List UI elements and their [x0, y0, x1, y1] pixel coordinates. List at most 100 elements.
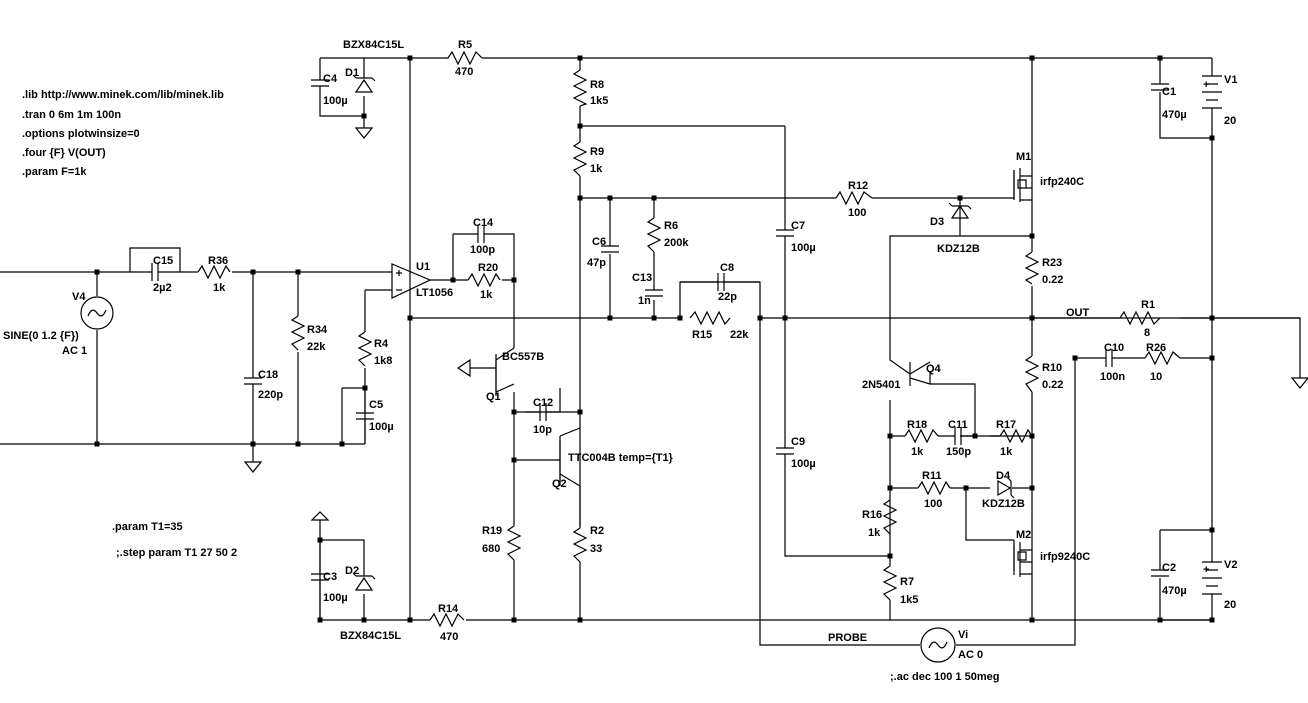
junction-dot [577, 123, 583, 129]
junction-dot [361, 617, 367, 623]
svg-text:1k: 1k [1000, 446, 1013, 458]
svg-text:1k: 1k [590, 163, 603, 175]
ground-out [1290, 377, 1308, 389]
svg-text:R8: R8 [590, 79, 604, 91]
svg-text:TTC004B temp={T1}: TTC004B temp={T1} [568, 452, 674, 464]
directive-ac: ;.ac dec 100 1 50meg [890, 671, 999, 683]
junction-dot [1029, 233, 1035, 239]
resistor-R10 [1024, 355, 1040, 393]
capacitor-C13 [645, 289, 663, 297]
svg-text:C2: C2 [1162, 562, 1176, 574]
svg-text:PROBE: PROBE [828, 632, 867, 644]
junction-dot [782, 315, 788, 321]
resistor-R19 [506, 525, 522, 561]
svg-text:R2: R2 [590, 525, 604, 537]
svg-text:R36: R36 [208, 255, 228, 267]
svg-text:C8: C8 [720, 262, 734, 274]
svg-text:10: 10 [1150, 371, 1162, 383]
capacitor-C10 [1095, 349, 1128, 367]
svg-text:1k5: 1k5 [590, 95, 608, 107]
directive-tran: .tran 0 6m 1m 100n [22, 109, 121, 121]
svg-text:C5: C5 [369, 399, 383, 411]
opamp-U1 [391, 263, 432, 299]
svg-text:BC557B: BC557B [502, 351, 544, 363]
directive-param-f: .param F=1k [22, 166, 87, 178]
directive-param-t1: .param T1=35 [112, 521, 183, 533]
svg-text:R16: R16 [862, 509, 882, 521]
junction-dot [407, 315, 413, 321]
junction-dot [317, 617, 323, 623]
source-Vi [920, 627, 956, 663]
svg-text:R14: R14 [438, 603, 459, 615]
svg-text:BZX84C15L: BZX84C15L [340, 630, 401, 642]
svg-text:C12: C12 [533, 397, 553, 409]
svg-text:Q1: Q1 [486, 391, 501, 403]
junction-dot [577, 195, 583, 201]
svg-text:+: + [1203, 564, 1209, 576]
resistor-R15 [689, 310, 731, 326]
junction-dot [577, 617, 583, 623]
junction-dot [887, 433, 893, 439]
junction-dot [1072, 355, 1078, 361]
resistor-R20 [467, 272, 501, 288]
junction-dot [362, 385, 368, 391]
svg-text:C1: C1 [1162, 86, 1176, 98]
directive-four: .four {F} V(OUT) [22, 147, 106, 159]
capacitor-C8 [680, 273, 760, 291]
resistor-R36 [197, 264, 231, 280]
junction-dot [957, 195, 963, 201]
junction-dot [607, 315, 613, 321]
junction-dot [361, 113, 367, 119]
junction-dot [607, 195, 613, 201]
svg-text:C14: C14 [473, 217, 494, 229]
svg-text:irfp240C: irfp240C [1040, 176, 1084, 188]
svg-text:150p: 150p [946, 446, 971, 458]
ground-C18 [243, 461, 263, 473]
junction-dot [1029, 617, 1035, 623]
junction-dot [577, 55, 583, 61]
junction-dot [1029, 433, 1035, 439]
svg-text:irfp9240C: irfp9240C [1040, 551, 1090, 563]
svg-text:U1: U1 [416, 261, 430, 273]
resistor-R17 [999, 428, 1033, 444]
capacitor-C11 [948, 427, 975, 445]
capacitor-C2 [1151, 569, 1169, 577]
svg-text:100µ: 100µ [791, 458, 816, 470]
svg-text:100µ: 100µ [369, 421, 394, 433]
svg-text:1n: 1n [638, 295, 651, 307]
svg-text:470: 470 [455, 66, 473, 78]
junction-dot [295, 269, 301, 275]
components [80, 50, 1308, 663]
capacitor-C15 [130, 263, 180, 281]
resistor-R23 [1024, 251, 1040, 285]
battery-V1 [1202, 75, 1222, 109]
svg-text:BZX84C15L: BZX84C15L [343, 39, 404, 51]
svg-text:R26: R26 [1146, 342, 1166, 354]
capacitor-C7 [776, 229, 794, 237]
svg-text:D1: D1 [345, 67, 359, 79]
junction-dot [407, 617, 413, 623]
svg-text:100: 100 [924, 498, 942, 510]
svg-text:C11: C11 [948, 419, 968, 431]
junction-dot [1209, 315, 1215, 321]
junction-dot [94, 441, 100, 447]
svg-text:20: 20 [1224, 115, 1236, 127]
capacitor-C12 [526, 403, 560, 421]
source-V4 [80, 296, 114, 330]
resistor-R12 [835, 190, 873, 206]
junction-dot [972, 433, 978, 439]
svg-text:100µ: 100µ [323, 592, 348, 604]
junction-dot [963, 485, 969, 491]
junction-dot [295, 441, 301, 447]
resistor-R18 [904, 428, 939, 444]
svg-text:0.22: 0.22 [1042, 379, 1063, 391]
junction-dot [1209, 355, 1215, 361]
directive-options: .options plotwinsize=0 [22, 128, 140, 140]
resistor-R7 [882, 565, 898, 601]
svg-text:AC 1: AC 1 [62, 345, 87, 357]
svg-text:8: 8 [1144, 327, 1150, 339]
svg-text:100n: 100n [1100, 371, 1125, 383]
junction-dot [511, 617, 517, 623]
svg-text:+: + [1203, 79, 1209, 91]
mosfet-M2 [1013, 542, 1032, 577]
